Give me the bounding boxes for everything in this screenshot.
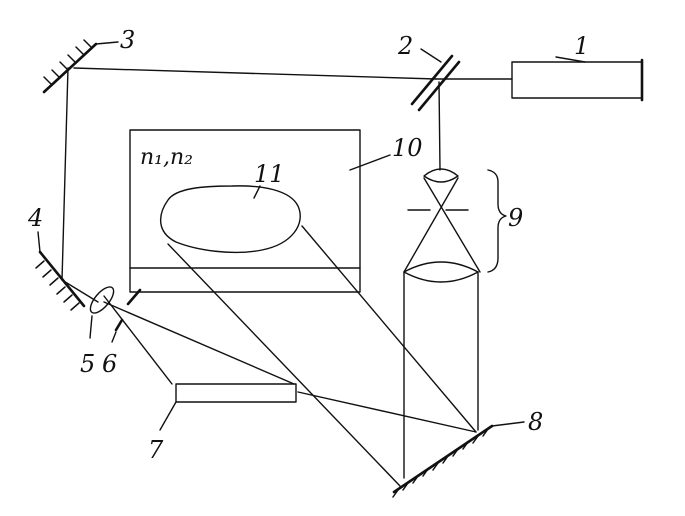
beam-paths: [61, 67, 513, 487]
label-aperture: 6: [102, 350, 117, 378]
label-recording-plate: 7: [148, 436, 164, 464]
leader-5: [89, 315, 93, 339]
leader-8: [491, 421, 525, 427]
label-mirror-bottom: 8: [528, 408, 543, 436]
lens-5: [89, 286, 115, 314]
label-lens: 5: [80, 350, 95, 378]
label-mirror-left: 4: [27, 204, 43, 232]
label-object: 11: [254, 160, 285, 188]
mirror-bottom: [392, 424, 494, 498]
leader-6: [111, 331, 117, 343]
label-cell: 10: [392, 134, 423, 162]
cell: [129, 129, 361, 293]
leader-1: [555, 56, 586, 63]
recording-plate: [175, 383, 297, 403]
leader-4: [37, 231, 41, 253]
leader-2: [420, 48, 442, 63]
leader-10: [349, 154, 391, 171]
label-beam-splitter: 2: [397, 32, 413, 60]
label-mirror-top: 3: [120, 26, 135, 54]
mirror-top: [42, 39, 98, 94]
leader-11: [253, 185, 261, 199]
mirror-left: [35, 250, 86, 311]
object: [160, 185, 301, 254]
label-refractive-indices: n₁,n₂: [140, 145, 193, 170]
label-beam-expander: 9: [508, 204, 523, 232]
label-laser: 1: [574, 32, 589, 60]
laser: [511, 58, 644, 102]
leader-3: [95, 41, 119, 45]
beam-expander: [403, 168, 507, 283]
leader-7: [159, 401, 177, 431]
aperture-6: [114, 288, 142, 332]
beam-splitter: [410, 54, 461, 112]
